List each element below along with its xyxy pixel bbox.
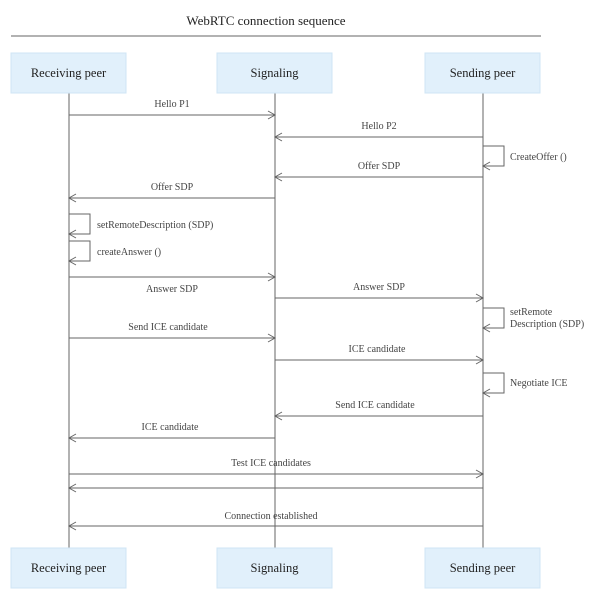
actor-box-sending-peer-top xyxy=(424,52,541,94)
self-message-createanswer: createAnswer () xyxy=(67,240,161,266)
message-label: ICE candidate xyxy=(349,344,406,355)
actor-label-receiving-peer-bottom: Receiving peer xyxy=(31,561,107,575)
message-answer-sdp-to-signaling: Answer SDP xyxy=(69,272,277,295)
message-label: Negotiate ICE xyxy=(510,378,567,389)
actor-box-signaling-top xyxy=(216,52,333,94)
message-label: Offer SDP xyxy=(151,182,194,193)
self-message-setremotedescription: setRemoteDescription (SDP) xyxy=(67,213,213,239)
message-hello-p2: Hello P2 xyxy=(273,121,483,142)
actor-label-receiving-peer-top: Receiving peer xyxy=(31,66,107,80)
message-label: Offer SDP xyxy=(358,161,401,172)
message-ice-candidate-to-receiving: ICE candidate xyxy=(67,422,275,443)
message-ice-candidate-to-sending: ICE candidate xyxy=(275,344,485,365)
message-answer-sdp-to-sending: Answer SDP xyxy=(275,282,485,303)
message-label: Connection established xyxy=(224,511,317,522)
self-message-setremote-description: setRemote Description (SDP) xyxy=(481,307,584,333)
actor-label-signaling-bottom: Signaling xyxy=(251,561,300,575)
message-hello-p1: Hello P1 xyxy=(69,99,277,120)
message-label-multiline: setRemote Description (SDP) xyxy=(510,307,584,330)
actor-label-signaling-top: Signaling xyxy=(251,66,300,80)
message-offer-sdp-to-signaling: Offer SDP xyxy=(273,161,483,182)
self-message-createoffer: CreateOffer () xyxy=(481,145,567,171)
message-label: Send ICE candidate xyxy=(128,322,208,333)
message-label: createAnswer () xyxy=(97,247,161,258)
message-connection-established: Connection established xyxy=(67,511,483,531)
message-test-ice-candidates: Test ICE candidates xyxy=(69,458,485,479)
self-message-negotiate-ice: Negotiate ICE xyxy=(481,372,567,398)
message-offer-sdp-to-receiving: Offer SDP xyxy=(67,182,275,203)
actor-box-receiving-peer-top xyxy=(10,52,127,94)
message-label: Hello P1 xyxy=(154,99,189,110)
message-label-line-1: setRemote xyxy=(510,307,553,318)
message-label: Send ICE candidate xyxy=(335,400,415,411)
message-label: Answer SDP xyxy=(146,284,198,295)
message-label: ICE candidate xyxy=(142,422,199,433)
diagram-title: WebRTC connection sequence xyxy=(186,13,345,28)
message-label: Answer SDP xyxy=(353,282,405,293)
actor-box-sending-peer-bottom xyxy=(424,547,541,589)
actor-box-receiving-peer-bottom xyxy=(10,547,127,589)
message-send-ice-candidate-to-signaling-2: Send ICE candidate xyxy=(273,400,483,421)
message-label: setRemoteDescription (SDP) xyxy=(97,220,213,231)
actor-box-signaling-bottom xyxy=(216,547,333,589)
message-label: CreateOffer () xyxy=(510,152,567,163)
message-send-ice-candidate-to-signaling: Send ICE candidate xyxy=(69,322,277,343)
message-test-ice-response xyxy=(67,483,483,493)
message-label-line-2: Description (SDP) xyxy=(510,319,584,330)
actor-label-sending-peer-bottom: Sending peer xyxy=(450,561,516,575)
message-label: Test ICE candidates xyxy=(231,458,311,469)
message-label: Hello P2 xyxy=(361,121,396,132)
actor-label-sending-peer-top: Sending peer xyxy=(450,66,516,80)
